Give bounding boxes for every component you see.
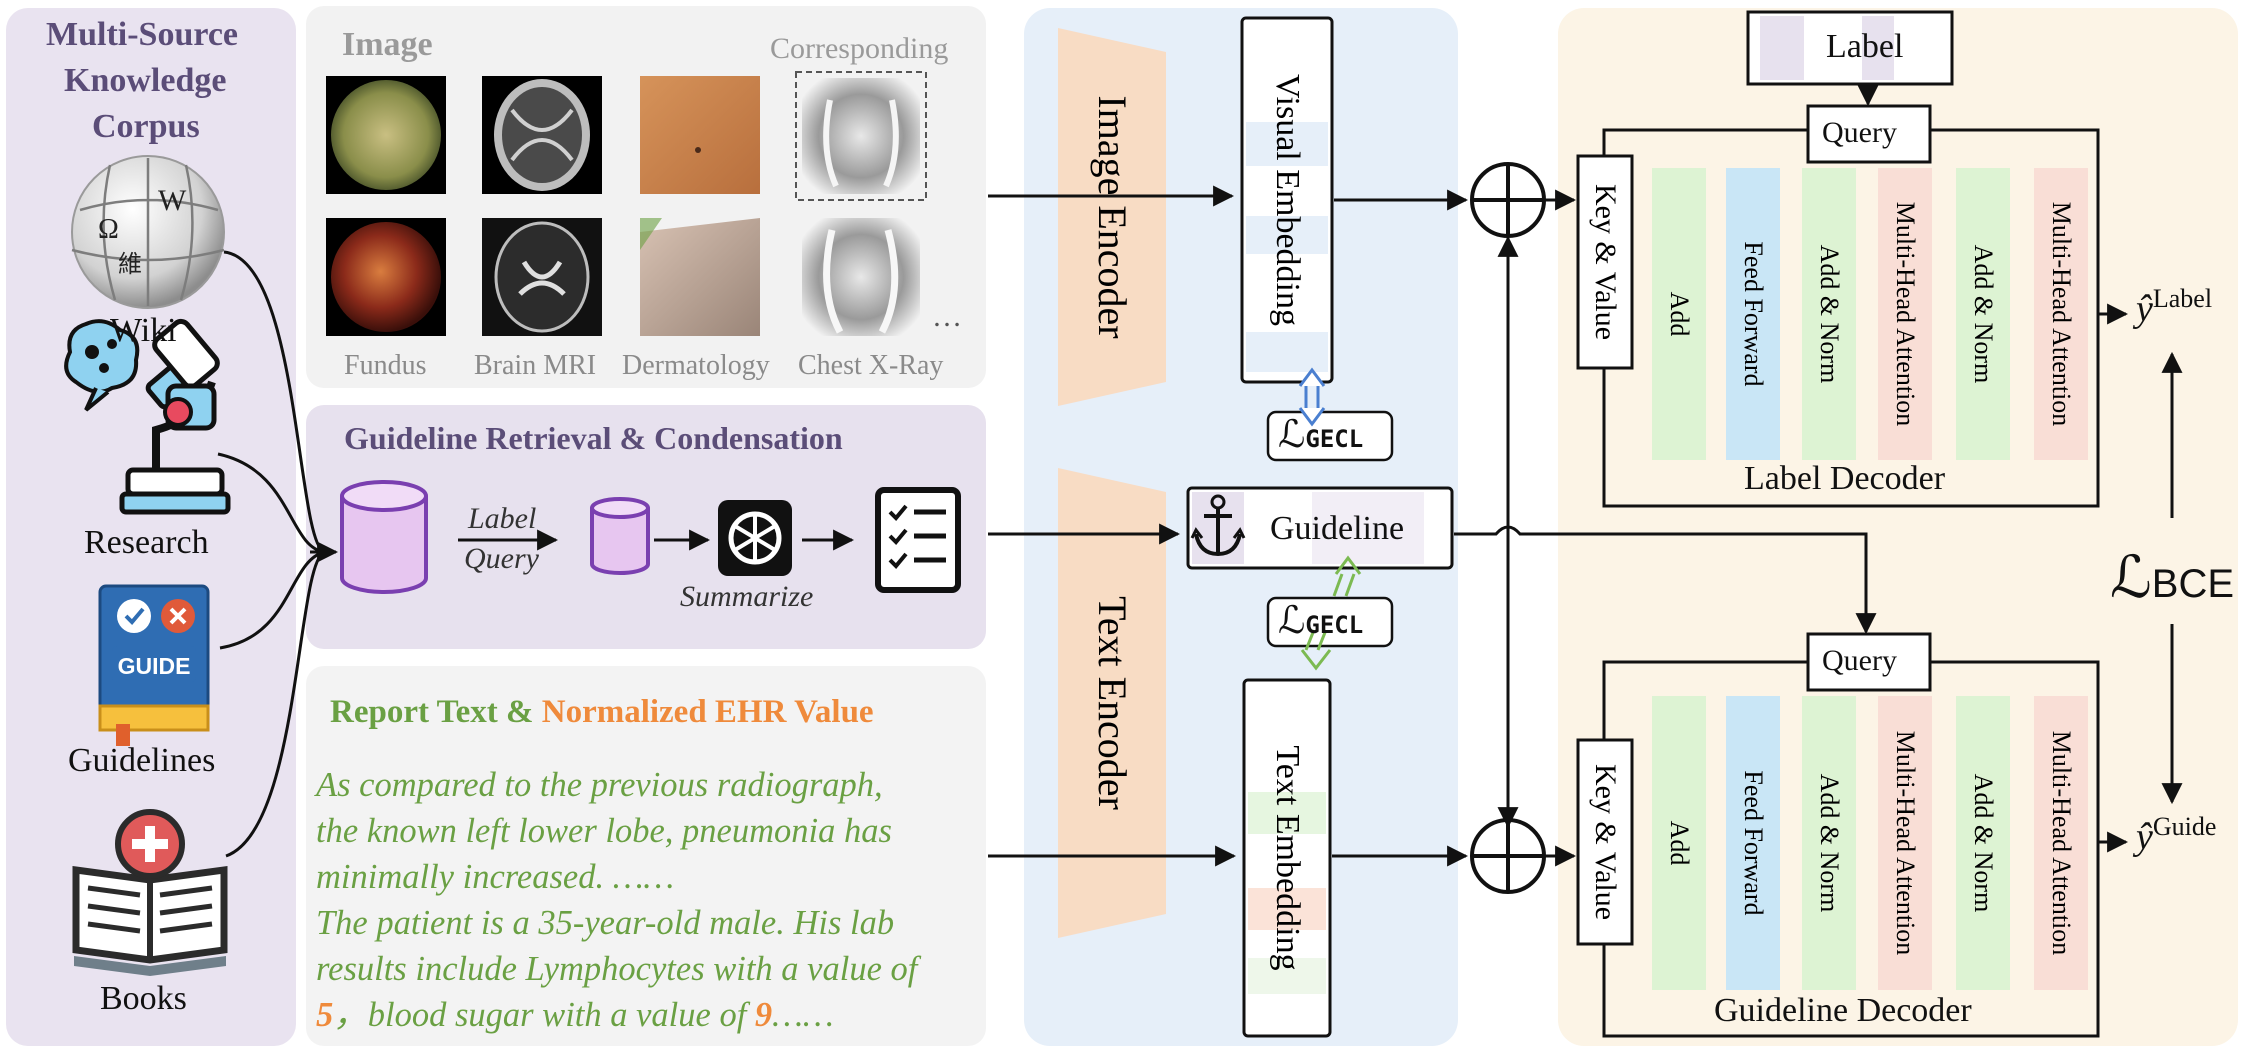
modality-label-chest-xray: Chest X-Ray [798, 350, 944, 381]
gecl-sub-bottom: GECL [1305, 611, 1364, 639]
image-panel-title: Image [342, 26, 433, 63]
guideline-panel-title: Guideline Retrieval & Condensation [344, 420, 843, 456]
output-guide: ŷGuide [2136, 812, 2216, 859]
database-icon-small [590, 497, 650, 575]
medical-book-icon [72, 809, 228, 976]
dermatology-image-2 [640, 218, 760, 336]
label-layer-add-norm-2: Add & Norm [1969, 244, 1998, 384]
image-panel-corner-label: Corresponding [770, 32, 949, 65]
fundus-image-2 [326, 218, 446, 336]
gecl-sub-top: GECL [1305, 425, 1364, 453]
gecl-symbol-bottom: ℒ [1278, 600, 1306, 642]
ehr-value-2: 9 [754, 996, 773, 1034]
report-text: As compared to the previous radiograph, … [316, 762, 996, 1038]
report-line-1: As compared to the previous radiograph, [316, 766, 883, 804]
report-line-5: results include Lymphocytes with a value… [316, 950, 918, 988]
image-encoder-label: Image Encoder [1090, 95, 1135, 339]
guide-layer-add: Add [1665, 820, 1694, 866]
query-label-line1: Label [468, 502, 537, 535]
chest-xray-image-2 [802, 218, 920, 336]
label-layer-mha-1: Multi-Head Attention [1891, 201, 1920, 427]
query-label-line2: Query [464, 542, 539, 575]
anchor-icon [1190, 494, 1246, 557]
gecl-symbol-top: ℒ [1278, 414, 1306, 456]
corpus-title-line1: Multi-Source [46, 16, 239, 53]
guideline-decoder-query: Query [1822, 644, 1897, 677]
svg-text:W: W [158, 184, 187, 217]
report-panel-title: Report Text & Normalized EHR Value [330, 694, 874, 731]
report-line-6-end: …… [772, 996, 834, 1034]
image-encoder-shape [1058, 28, 1166, 406]
guide-layer-mha-2: Multi-Head Attention [2047, 730, 2076, 956]
text-embedding-label: Text Embedding [1269, 745, 1306, 971]
label-decoder-title: Label Decoder [1744, 460, 1946, 497]
gecl-loss-top: ℒGECL [1278, 412, 1363, 462]
gecl-loss-bottom: ℒGECL [1278, 598, 1363, 648]
label-layer-feed-forward: Feed Forward [1739, 241, 1768, 387]
fundus-image-1 [326, 76, 446, 194]
chest-xray-image-1 [795, 71, 927, 201]
source-label-wiki: Wiki [110, 312, 177, 349]
output-guide-sup: Guide [2152, 812, 2217, 841]
dermatology-image-1 [640, 76, 760, 194]
wikipedia-globe-icon: Ω W 維 [71, 155, 225, 309]
database-icon-large [340, 480, 428, 594]
llm-logo-icon [718, 500, 792, 576]
report-line-4: The patient is a 35-year-old male. His l… [316, 904, 895, 942]
bce-loss-label: ℒBCE [2110, 546, 2234, 616]
output-guide-symbol: ŷ [2136, 816, 2153, 858]
label-decoder-query: Query [1822, 116, 1897, 149]
source-label-guidelines: Guidelines [68, 742, 216, 779]
text-encoder-shape [1058, 468, 1166, 938]
report-line-3: minimally increased. …… [316, 858, 675, 896]
bce-sub: BCE [2151, 562, 2235, 606]
report-title-part1: Report Text & [330, 694, 542, 730]
report-line-6: 5，blood sugar with a value of 9…… [316, 992, 996, 1038]
summarize-label: Summarize [680, 580, 814, 613]
guideline-decoder-key-value: Key & Value [1589, 763, 1622, 921]
svg-text:Ω: Ω [98, 214, 119, 245]
guide-layer-add-norm-2: Add & Norm [1969, 773, 1998, 913]
report-line-2: the known left lower lobe, pneumonia has [316, 812, 892, 850]
label-layer-add: Add [1665, 291, 1694, 337]
modality-label-brain-mri: Brain MRI [474, 350, 597, 381]
corpus-title-line2: Knowledge [64, 62, 227, 99]
guideline-embedding-label: Guideline [1270, 510, 1405, 547]
guide-book-icon [98, 584, 210, 746]
report-line-6-mid: ，blood sugar with a value of [333, 996, 755, 1034]
guide-layer-add-norm-1: Add & Norm [1815, 773, 1844, 913]
output-label: ŷLabel [2136, 284, 2212, 331]
microscope-icon [64, 318, 231, 515]
modality-label-fundus: Fundus [344, 350, 427, 381]
corpus-title-line3: Corpus [92, 108, 200, 145]
output-label-symbol: ŷ [2136, 288, 2153, 330]
guide-layer-mha-1: Multi-Head Attention [1891, 730, 1920, 956]
label-box-text: Label [1826, 28, 1904, 65]
guide-layer-feed-forward: Feed Forward [1739, 770, 1768, 916]
output-label-sup: Label [2152, 284, 2213, 313]
label-decoder-key-value: Key & Value [1589, 183, 1622, 341]
brain-mri-image-1 [482, 76, 602, 194]
checklist-icon [875, 487, 961, 593]
source-label-research: Research [84, 524, 209, 561]
text-encoder-label: Text Encoder [1090, 596, 1135, 810]
label-layer-mha-2: Multi-Head Attention [2047, 201, 2076, 427]
guide-badge: GUIDE [118, 653, 191, 679]
source-label-books: Books [100, 980, 187, 1017]
bce-symbol: ℒ [2110, 545, 2152, 610]
visual-embedding-label: Visual Embedding [1269, 74, 1306, 326]
image-panel-ellipsis: … [932, 300, 962, 333]
report-panel [306, 666, 986, 1046]
brain-mri-image-2 [482, 218, 602, 336]
corpus-panel [6, 8, 296, 1046]
modality-label-dermatology: Dermatology [622, 350, 770, 381]
report-title-part2: Normalized EHR Value [541, 694, 874, 730]
svg-text:維: 維 [118, 251, 142, 278]
label-layer-add-norm-1: Add & Norm [1815, 244, 1844, 384]
ehr-value-1: 5 [316, 996, 334, 1034]
guideline-decoder-title: Guideline Decoder [1714, 992, 1972, 1029]
